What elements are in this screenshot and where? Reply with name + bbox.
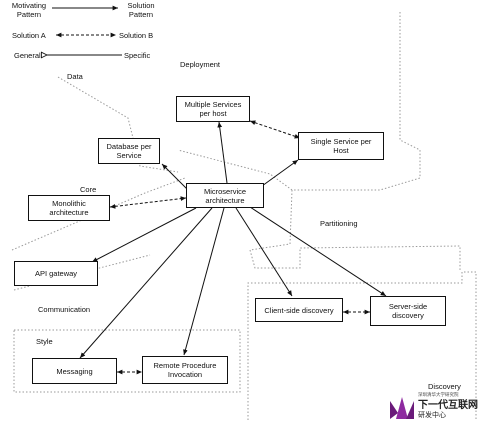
dashed-multiple-single <box>249 120 301 139</box>
logo-institute-name: 深圳清华大学研究院 <box>418 392 459 397</box>
region-core-boundary <box>11 177 186 251</box>
region-label-deployment: Deployment <box>180 60 221 69</box>
arrow-microservice-to-single <box>261 159 299 187</box>
arrow-microservice-to-server-discovery <box>249 206 387 297</box>
arrow-microservice-to-apigateway <box>91 207 197 263</box>
node-multiple-services-per-host: Multiple Services per host <box>176 96 250 122</box>
region-label-discovery: Discovery <box>428 382 461 391</box>
node-server-side-discovery: Server-side discovery <box>370 296 446 326</box>
legend-motivating-pattern: Motivating Pattern <box>11 1 47 19</box>
arrow-microservice-to-database <box>161 163 189 191</box>
node-messaging: Messaging <box>32 358 117 384</box>
legend-solution-a: Solution A <box>12 31 46 40</box>
node-database-per-service: Database per Service <box>98 138 160 164</box>
region-label-core: Core <box>80 185 97 194</box>
region-style-boundary <box>13 329 241 393</box>
node-client-side-discovery: Client-side discovery <box>255 298 343 322</box>
legend-specific: Specific <box>124 51 151 60</box>
region-partitioning-boundary <box>249 189 461 270</box>
region-label-data: Data <box>67 72 83 81</box>
region-label-style: Style <box>36 337 53 346</box>
arrow-microservice-to-messaging <box>79 207 213 359</box>
logo-center-name: 下一代互联网 <box>418 400 478 411</box>
logo-center-subtitle: 研发中心 <box>418 412 446 419</box>
legend-solution-pattern: Solution Pattern <box>127 1 155 19</box>
node-remote-procedure-invocation: Remote Procedure Invocation <box>142 356 228 384</box>
arrow-microservice-to-multiple <box>217 121 228 184</box>
dashed-monolithic-microservice <box>109 196 187 209</box>
region-label-partitioning: Partitioning <box>320 219 358 228</box>
node-api-gateway: API gateway <box>14 261 98 286</box>
node-microservice-architecture: Microservice architecture <box>186 183 264 208</box>
arrow-microservice-to-client-discovery <box>235 207 293 297</box>
region-label-communication: Communication <box>38 305 91 314</box>
legend-general: General <box>14 51 41 60</box>
research-institute-logo: 深圳清华大学研究院 下一代互联网 研发中心 <box>388 392 488 422</box>
institute-logo-icon <box>390 397 414 419</box>
arrow-microservice-to-rpi <box>183 207 225 356</box>
legend-solution-b: Solution B <box>119 31 154 40</box>
node-monolithic-architecture: Monolithic architecture <box>28 195 110 221</box>
node-single-service-per-host: Single Service per Host <box>298 132 384 160</box>
